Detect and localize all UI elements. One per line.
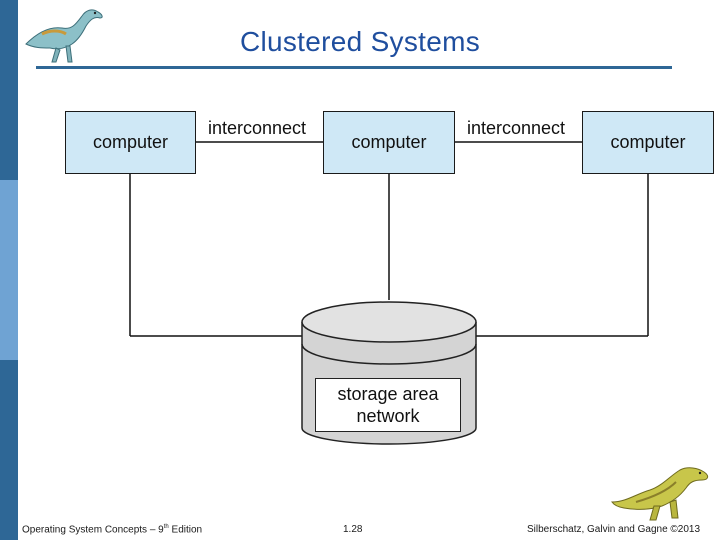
storage-cylinder-rim [301,343,477,365]
footer-book-title-suffix: Edition [168,524,203,536]
footer-authors: Silberschatz, Galvin and Gagne ©2013 [527,524,701,535]
computer-box-1: computer [65,111,196,174]
storage-cylinder-top [301,301,477,343]
footer-page-number: 1.28 [343,524,363,535]
dinosaur-logo-icon [25,9,103,63]
title-underline [36,66,672,69]
footer-book-title-prefix: Operating System Concepts – 9 [22,524,164,536]
computer-box-3: computer [582,111,714,174]
storage-area-network-label: storage area network [315,378,461,432]
page-title: Clustered Systems [239,26,481,57]
sidebar-segment-bottom [0,360,18,540]
interconnect-label-1: interconnect [206,118,309,139]
storage-label-line-2: network [356,406,420,426]
interconnect-label-2: interconnect [465,118,568,139]
sidebar-segment-top [0,0,18,180]
sidebar-stripe [0,0,18,540]
dinosaur-footer-icon [611,467,709,521]
storage-label-line-1: storage area [337,384,439,404]
footer-book-title: Operating System Concepts – 9th Edition [22,524,202,535]
footer-book-title-sup: th [163,524,169,530]
computer-box-2: computer [323,111,455,174]
sidebar-segment-middle [0,180,18,360]
